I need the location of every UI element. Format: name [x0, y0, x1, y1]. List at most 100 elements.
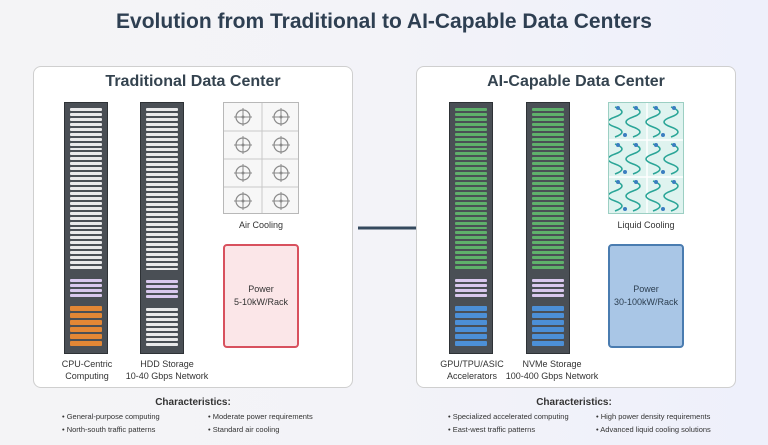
- hdd-label-line1: HDD Storage: [140, 359, 194, 369]
- nvme-rack: [526, 102, 570, 354]
- rack-slot: [70, 288, 102, 292]
- rack-slot: [455, 127, 487, 131]
- rack-slot: [532, 196, 564, 200]
- fan-grid: [224, 103, 298, 213]
- liquid-pipe: [663, 180, 679, 212]
- page-title: Evolution from Traditional to AI-Capable…: [116, 10, 652, 33]
- liquid-cooling-label: Liquid Cooling: [617, 220, 675, 230]
- rack-slot: [146, 338, 178, 342]
- rack-slot: [146, 152, 178, 156]
- ai-power-label: Power: [633, 284, 659, 294]
- rack-slot: [70, 206, 102, 210]
- ai-characteristic-3: • East-west traffic patterns: [448, 425, 536, 434]
- rack-slot: [146, 247, 178, 251]
- rack-slot: [532, 320, 564, 326]
- rack-slot: [146, 290, 178, 294]
- rack-slot: [70, 196, 102, 200]
- rack-slot: [532, 306, 564, 312]
- rack-slot: [70, 266, 102, 269]
- liquid-pipe: [625, 106, 641, 138]
- rack-slot: [146, 177, 178, 181]
- liquid-pipe: [645, 143, 661, 175]
- rack-slot: [532, 283, 564, 287]
- traditional-characteristic-2: • Moderate power requirements: [208, 412, 313, 421]
- fan-icon: [272, 136, 290, 154]
- rack-slot: [455, 142, 487, 146]
- rack-slot: [455, 313, 487, 319]
- rack-slot: [532, 236, 564, 240]
- ai-characteristic-2: • High power density requirements: [596, 412, 711, 421]
- rack-slot: [70, 216, 102, 220]
- fan-icon: [272, 164, 290, 182]
- rack-slot: [532, 142, 564, 146]
- rack-slot: [455, 167, 487, 171]
- rack-slot: [70, 334, 102, 339]
- rack-slot: [532, 226, 564, 230]
- rack-slot: [146, 242, 178, 246]
- coolant-node: [616, 106, 620, 110]
- rack-slot: [532, 340, 564, 346]
- liquid-pipe: [625, 143, 641, 175]
- traditional-characteristic-3: • North-south traffic patterns: [62, 425, 156, 434]
- ai-power-value: 30-100kW/Rack: [613, 297, 679, 307]
- liquid-pipe: [609, 180, 623, 212]
- rack-slot: [455, 122, 487, 126]
- rack-slot: [70, 226, 102, 230]
- rack-slot: [455, 226, 487, 230]
- rack-slot: [70, 162, 102, 166]
- rack-slot: [146, 323, 178, 327]
- rack-slot: [532, 327, 564, 332]
- fan-icon: [234, 164, 252, 182]
- rack-slot: [532, 117, 564, 121]
- rack-slot: [532, 221, 564, 225]
- rack-slot: [532, 261, 564, 264]
- rack-slot: [532, 313, 564, 319]
- rack-slot: [455, 201, 487, 205]
- air-cooling-unit: [223, 102, 299, 214]
- rack-slot: [532, 216, 564, 220]
- rack-slot: [146, 117, 178, 121]
- rack-slot: [532, 167, 564, 171]
- rack-slot: [146, 295, 178, 299]
- liquid-pipe: [609, 143, 623, 175]
- rack-slot: [455, 251, 487, 255]
- rack-slot: [455, 147, 487, 151]
- rack-slot: [146, 167, 178, 171]
- rack-slot: [455, 278, 487, 282]
- rack-slot: [532, 132, 564, 136]
- rack-slot: [70, 231, 102, 235]
- hdd-rack: [140, 102, 184, 354]
- rack-slot: [146, 257, 178, 261]
- ai-power-box: Power 30-100kW/Rack: [608, 244, 684, 348]
- cpu-label-line2: Computing: [65, 371, 109, 381]
- rack-slot: [532, 108, 564, 111]
- rack-slot: [455, 112, 487, 116]
- rack-slot: [146, 313, 178, 317]
- coolant-node: [616, 180, 620, 184]
- traditional-power-value: 5-10kW/Rack: [233, 297, 288, 307]
- coolant-node: [623, 170, 627, 174]
- rack-slot: [70, 132, 102, 136]
- rack-slot: [146, 222, 178, 226]
- rack-slot: [532, 187, 564, 190]
- rack-slot: [70, 211, 102, 215]
- rack-slot: [532, 157, 564, 161]
- rack-slot: [455, 216, 487, 220]
- rack-slot: [146, 285, 178, 289]
- rack-slot: [455, 236, 487, 240]
- rack-slot: [532, 191, 564, 195]
- traditional-characteristics-heading: Characteristics:: [155, 397, 231, 408]
- rack-slot: [70, 182, 102, 185]
- traditional-characteristic-1: • General-purpose computing: [62, 412, 160, 421]
- rack-slot: [70, 177, 102, 181]
- rack-slot: [455, 211, 487, 215]
- rack-slot: [70, 221, 102, 225]
- rack-slot: [70, 340, 102, 346]
- rack-slot: [70, 236, 102, 240]
- rack-slot: [70, 152, 102, 156]
- ai-characteristic-4: • Advanced liquid cooling solutions: [596, 425, 711, 434]
- coolant-node: [616, 143, 620, 147]
- liquid-pipe: [609, 106, 623, 138]
- coolant-node: [661, 133, 665, 137]
- rack-slot: [70, 187, 102, 190]
